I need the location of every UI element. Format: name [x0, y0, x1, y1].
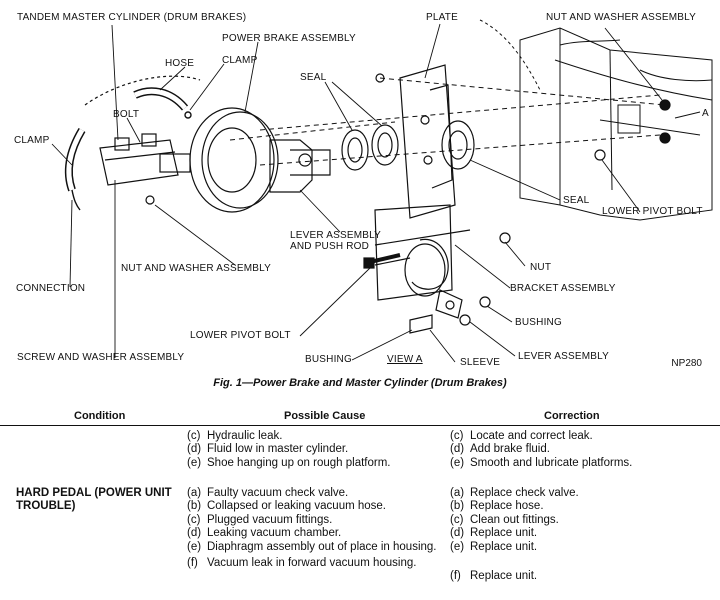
- right-nuts: [375, 73, 671, 161]
- list-item: (e)Shoe hanging up on rough platform.: [187, 456, 391, 469]
- master-cylinder-part: [99, 133, 191, 205]
- list-item: (d)Leaking vacuum chamber.: [187, 527, 342, 540]
- figure-caption: Fig. 1—Power Brake and Master Cylinder (…: [213, 377, 507, 389]
- figure-number: NP280: [671, 358, 702, 369]
- row1-corrections: (c)Locate and correct leak. (d)Add brake…: [450, 430, 715, 470]
- dashed-outline: [84, 75, 201, 106]
- label-bracket-assembly: BRACKET ASSEMBLY: [510, 283, 616, 294]
- label-lever-assembly: LEVER ASSEMBLY: [518, 351, 609, 362]
- label-clamp-left: CLAMP: [14, 135, 50, 146]
- label-screw-washer-assembly: SCREW AND WASHER ASSEMBLY: [17, 352, 185, 363]
- stud-lines: [229, 77, 666, 166]
- brake-illustration: [51, 19, 713, 363]
- list-item: (a)Replace check valve.: [450, 487, 579, 499]
- list-item: (d)Replace unit.: [450, 527, 538, 540]
- label-bushing-low: BUSHING: [305, 354, 352, 365]
- label-tandem-master-cylinder: TANDEM MASTER CYLINDER (DRUM BRAKES): [17, 12, 247, 23]
- label-lever-assembly-push-rod: LEVER ASSEMBLY AND PUSH ROD: [290, 230, 381, 252]
- label-power-brake-assembly: POWER BRAKE ASSEMBLY: [222, 33, 356, 44]
- firewall-structure: [479, 19, 713, 221]
- label-seal-top: SEAL: [300, 72, 327, 83]
- list-item: (e)Replace unit.: [450, 540, 538, 553]
- label-lower-pivot-bolt-right: LOWER PIVOT BOLT: [602, 206, 703, 217]
- label-nut-washer-mid: NUT AND WASHER ASSEMBLY: [121, 263, 272, 274]
- list-item: (e)Diaphragm assembly out of place in ho…: [187, 540, 437, 553]
- label-bolt: BOLT: [113, 109, 140, 120]
- list-item: (e)Smooth and lubricate platforms.: [450, 456, 633, 469]
- list-item: (b)Replace hose.: [450, 500, 544, 513]
- label-lower-pivot-bolt-mid: LOWER PIVOT BOLT: [190, 330, 291, 341]
- label-bushing-right: BUSHING: [515, 317, 562, 328]
- list-item: (d)Add brake fluid.: [450, 443, 550, 456]
- label-a: A: [702, 108, 709, 119]
- row2-condition: HARD PEDAL (POWER UNIT TROUBLE): [16, 487, 172, 513]
- label-connection: CONNECTION: [16, 283, 86, 294]
- view-a-part: [374, 204, 511, 334]
- hose-part: [64, 87, 192, 211]
- plate-part: [399, 64, 456, 219]
- list-item: (f)Vacuum leak in forward vacuum housing…: [187, 557, 417, 570]
- header-condition: Condition: [74, 410, 126, 422]
- list-item: (c)Locate and correct leak.: [450, 430, 593, 442]
- booster-part: [189, 107, 331, 213]
- label-view-a: VIEW A: [387, 354, 423, 365]
- list-item: (c)Clean out fittings.: [450, 513, 559, 526]
- row2-causes: (a)Faulty vacuum check valve. (b)Collaps…: [187, 487, 445, 570]
- lower-pivot-bolt-part: [363, 253, 401, 269]
- header-correction: Correction: [544, 410, 600, 422]
- list-item: (f)Replace unit.: [450, 570, 538, 583]
- label-clamp-top: CLAMP: [222, 55, 258, 66]
- label-plate: PLATE: [426, 12, 458, 23]
- label-nut: NUT: [530, 262, 552, 273]
- seal-rings: [341, 120, 475, 171]
- brake-diagram: TANDEM MASTER CYLINDER (DRUM BRAKES) PLA…: [14, 12, 713, 369]
- label-hose: HOSE: [165, 58, 195, 69]
- label-seal-right: SEAL: [563, 195, 590, 206]
- list-item: (b)Collapsed or leaking vacuum hose.: [187, 500, 386, 513]
- label-sleeve: SLEEVE: [460, 357, 501, 368]
- table-header: Condition Possible Cause Correction: [0, 409, 720, 426]
- list-item: (c)Hydraulic leak.: [187, 430, 283, 442]
- label-nut-washer-top: NUT AND WASHER ASSEMBLY: [546, 12, 697, 23]
- leader-lines: [51, 23, 701, 363]
- row1-causes: (c)Hydraulic leak. (d)Fluid low in maste…: [187, 430, 445, 470]
- list-item: (a)Faulty vacuum check valve.: [187, 487, 349, 499]
- header-possible-cause: Possible Cause: [284, 410, 366, 422]
- row2-corrections: (a)Replace check valve. (b)Replace hose.…: [450, 487, 715, 583]
- list-item: (d)Fluid low in master cylinder.: [187, 443, 349, 456]
- list-item: (c)Plugged vacuum fittings.: [187, 513, 333, 526]
